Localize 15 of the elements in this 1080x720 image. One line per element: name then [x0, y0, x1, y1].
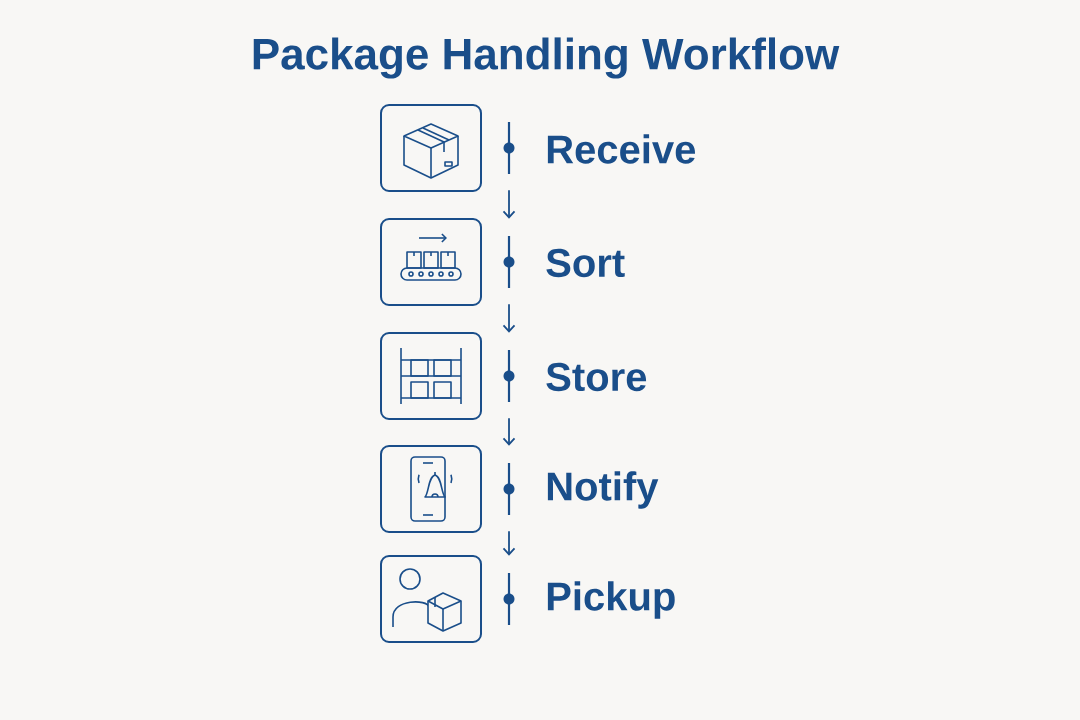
node-label: Receive: [547, 134, 696, 164]
node-label: Sort: [546, 248, 625, 278]
step: Store: [380, 332, 647, 420]
title: Package Handling Workflow: [253, 37, 840, 79]
arrow: [502, 189, 516, 219]
step: Notify: [380, 445, 659, 533]
step: Receive: [380, 104, 696, 192]
node-label: Pickup: [547, 581, 675, 619]
step: Sort: [380, 218, 625, 306]
step: Pickup: [380, 555, 675, 643]
node-label: Notify: [547, 471, 659, 509]
arrow: [502, 303, 516, 333]
arrow: [502, 530, 516, 556]
node-label: Store: [546, 362, 647, 392]
arrow: [502, 417, 516, 446]
